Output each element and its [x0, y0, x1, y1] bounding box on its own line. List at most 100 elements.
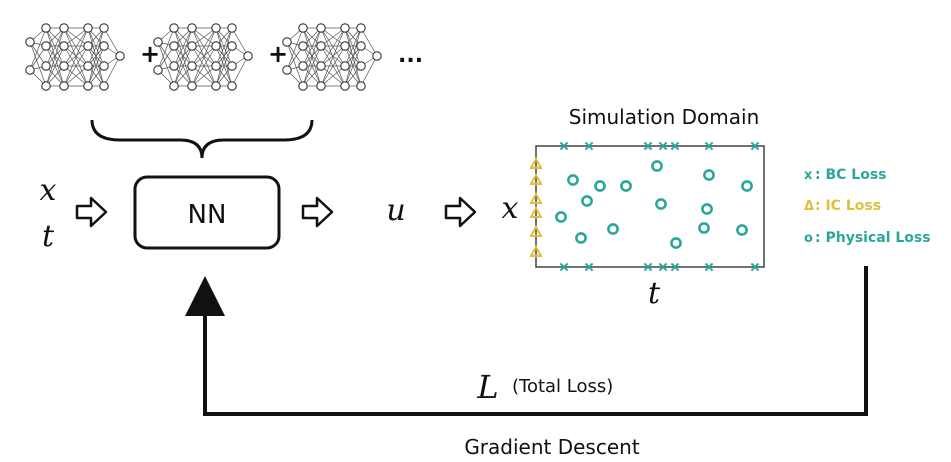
- net-edge: [45, 27, 65, 87]
- net-edge: [344, 45, 362, 87]
- net-node: [187, 81, 197, 91]
- bc-point: [584, 262, 594, 272]
- neural-net-icon-1: [25, 23, 125, 91]
- legend-physical-symbol: o: [804, 231, 813, 246]
- net-edge: [63, 45, 89, 67]
- net-edge: [215, 45, 233, 87]
- ic-point: [529, 205, 543, 218]
- legend-ic-symbol: Δ: [804, 199, 814, 214]
- bc-point: [658, 141, 668, 151]
- net-node: [340, 81, 350, 91]
- net-node: [41, 81, 51, 91]
- ic-point: [529, 244, 543, 257]
- bc-point: [750, 262, 760, 272]
- ic-point: [529, 224, 543, 237]
- net-node: [356, 23, 366, 33]
- net-edge: [286, 41, 304, 67]
- net-node: [227, 81, 237, 91]
- net-node: [211, 41, 221, 51]
- net-node: [169, 61, 179, 71]
- loss-symbol: L: [476, 368, 498, 406]
- net-node: [99, 81, 109, 91]
- physical-point: [594, 180, 606, 192]
- net-edge: [344, 27, 362, 87]
- net-node: [99, 23, 109, 33]
- net-node: [187, 23, 197, 33]
- net-edge: [286, 27, 304, 71]
- net-node: [211, 61, 221, 71]
- net-node: [41, 23, 51, 33]
- net-edge: [231, 55, 249, 87]
- physical-point: [555, 211, 567, 223]
- net-edge: [103, 27, 121, 57]
- net-edge: [320, 45, 346, 67]
- net-node: [316, 61, 326, 71]
- plus-sign-2: +: [268, 40, 288, 68]
- physical-point: [567, 174, 579, 186]
- bc-point: [643, 262, 653, 272]
- net-edge: [191, 65, 217, 87]
- bc-point: [643, 141, 653, 151]
- bc-point: [704, 141, 714, 151]
- hollow-arrow-icon-3: [444, 196, 477, 228]
- net-edge: [191, 45, 217, 87]
- net-edge: [215, 27, 233, 87]
- net-node: [282, 65, 292, 75]
- net-edge: [302, 27, 322, 87]
- net-node: [59, 61, 69, 71]
- net-edge: [63, 27, 89, 47]
- domain-title: Simulation Domain: [569, 105, 760, 129]
- physical-point: [698, 222, 710, 234]
- bc-point: [750, 141, 760, 151]
- bc-point: [670, 141, 680, 151]
- net-edge: [191, 27, 217, 67]
- bc-point: [559, 262, 569, 272]
- net-edge: [63, 27, 89, 87]
- physical-point: [736, 224, 748, 236]
- net-node: [59, 23, 69, 33]
- net-node: [356, 81, 366, 91]
- net-node: [187, 41, 197, 51]
- legend: x : BC Loss Δ : IC Loss o : Physical Los…: [804, 167, 931, 246]
- gradient-descent-label: Gradient Descent: [464, 435, 640, 459]
- net-node: [153, 37, 163, 47]
- net-edge: [191, 45, 217, 67]
- net-edge: [173, 27, 193, 67]
- net-node: [59, 41, 69, 51]
- hollow-arrow-icon-1: [75, 196, 108, 228]
- net-edge: [103, 55, 121, 87]
- net-node: [340, 61, 350, 71]
- neural-net-icon-3: [282, 23, 382, 91]
- net-edge: [320, 27, 346, 47]
- physical-point: [741, 180, 753, 192]
- net-node: [169, 41, 179, 51]
- net-edge: [87, 27, 105, 87]
- net-edge: [157, 41, 175, 87]
- bc-point: [559, 141, 569, 151]
- bc-point: [584, 141, 594, 151]
- net-node: [99, 61, 109, 71]
- net-node: [298, 81, 308, 91]
- net-node: [298, 41, 308, 51]
- net-node: [340, 41, 350, 51]
- net-edge: [344, 27, 362, 67]
- net-node: [83, 81, 93, 91]
- net-edge: [157, 45, 175, 71]
- ellipsis: ...: [398, 43, 423, 68]
- net-node: [83, 23, 93, 33]
- net-node: [316, 81, 326, 91]
- net-edge: [157, 41, 175, 67]
- domain-t-axis-label: t: [648, 276, 661, 311]
- domain-points: [529, 141, 760, 272]
- net-node: [316, 23, 326, 33]
- net-edge: [173, 45, 193, 87]
- net-edge: [63, 27, 89, 67]
- net-node: [356, 61, 366, 71]
- net-edge: [286, 45, 304, 71]
- bc-point: [704, 262, 714, 272]
- ic-point: [529, 191, 543, 204]
- legend-ic-text: : IC Loss: [815, 198, 881, 214]
- net-node: [372, 51, 382, 61]
- net-node: [316, 41, 326, 51]
- ensemble-networks: + + ...: [25, 23, 423, 91]
